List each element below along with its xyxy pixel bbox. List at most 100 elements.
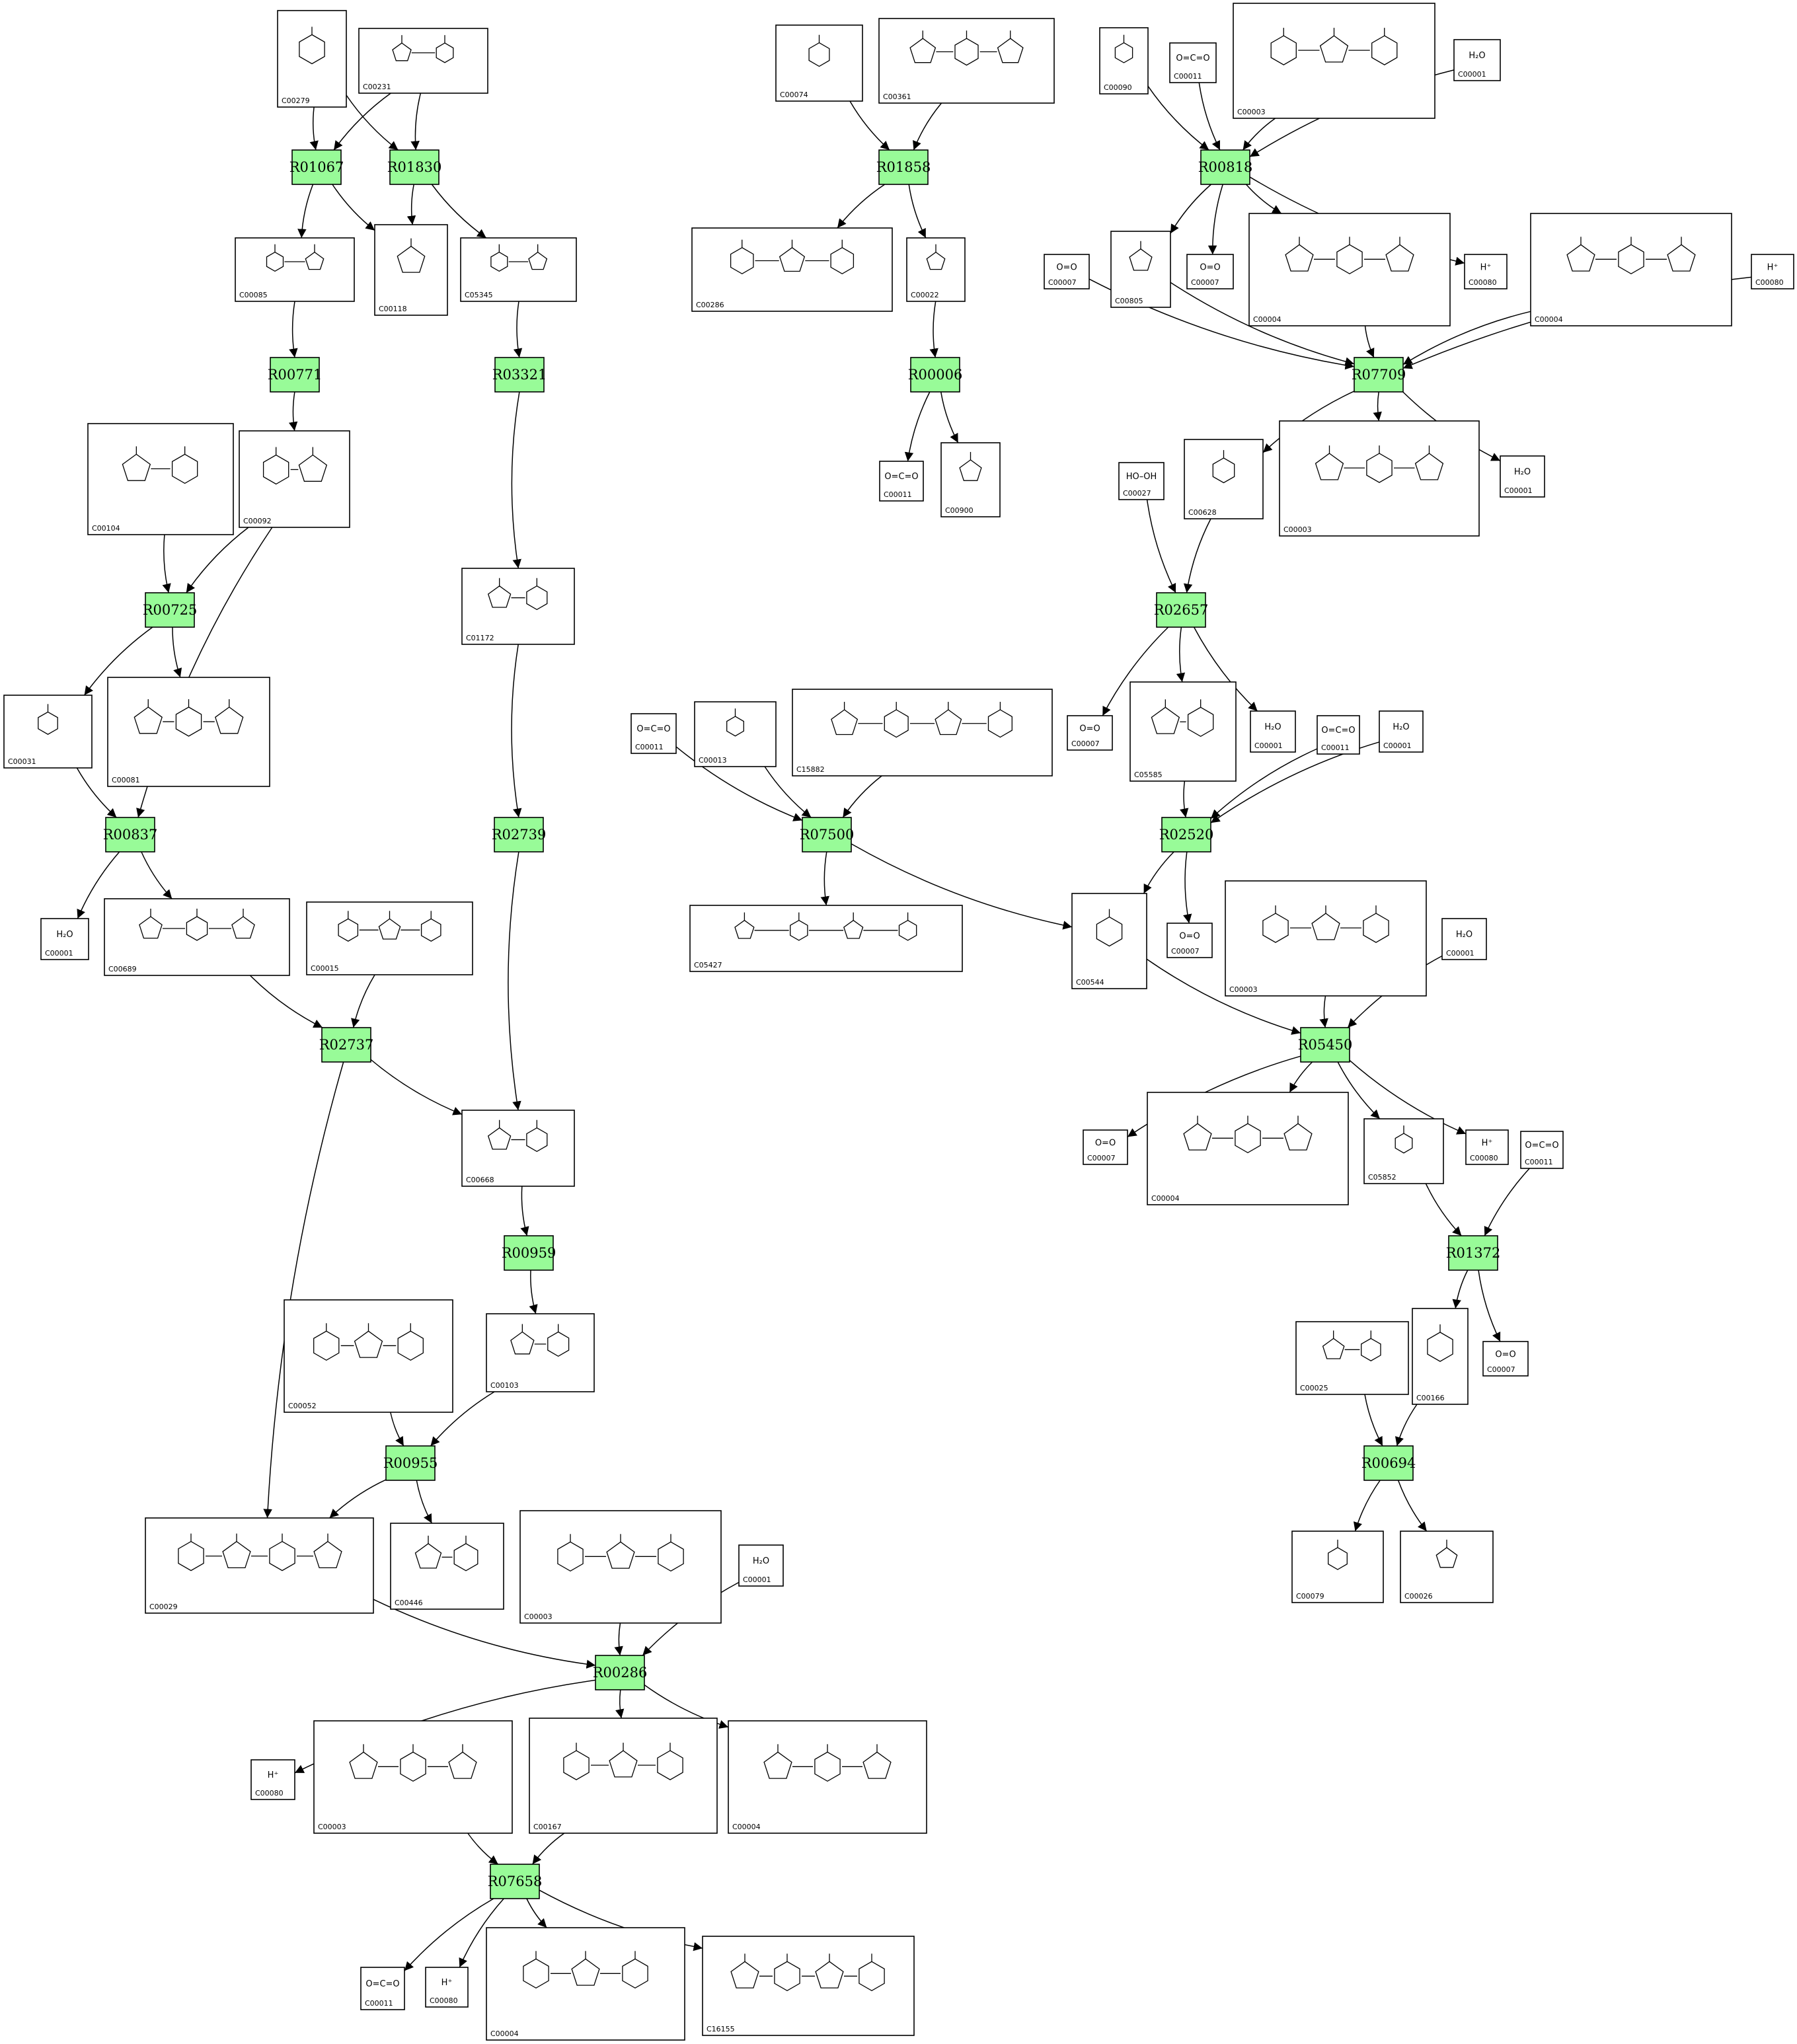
compound-c15882[interactable]: C15882 bbox=[792, 689, 1053, 776]
compound-c00004[interactable]: C00004 bbox=[1248, 213, 1451, 326]
compound-id: C00011 bbox=[1321, 743, 1350, 752]
compound-c00022[interactable]: C00022 bbox=[906, 237, 966, 302]
compound-c00031[interactable]: C00031 bbox=[3, 695, 93, 769]
compound-c00080[interactable]: H⁺C00080 bbox=[1465, 1129, 1509, 1165]
reaction-r07709[interactable]: R07709 bbox=[1352, 357, 1406, 393]
compound-c00080[interactable]: H⁺C00080 bbox=[1464, 254, 1508, 289]
compound-c00026[interactable]: C00026 bbox=[1400, 1531, 1494, 1603]
compound-c05345[interactable]: C05345 bbox=[460, 237, 577, 302]
compound-id: C00231 bbox=[363, 83, 391, 91]
reaction-r01067[interactable]: R01067 bbox=[289, 149, 344, 185]
reaction-r00818[interactable]: R00818 bbox=[1198, 149, 1253, 185]
compound-c00004[interactable]: C00004 bbox=[486, 1927, 685, 2041]
compound-c00104[interactable]: C00104 bbox=[87, 423, 234, 535]
compound-c00668[interactable]: C00668 bbox=[461, 1110, 575, 1187]
reaction-r00286[interactable]: R00286 bbox=[593, 1655, 648, 1690]
reaction-r00771[interactable]: R00771 bbox=[268, 357, 323, 393]
compound-c00004[interactable]: C00004 bbox=[728, 1720, 927, 1834]
compound-c00079[interactable]: C00079 bbox=[1291, 1531, 1384, 1603]
compound-c00092[interactable]: C00092 bbox=[239, 430, 350, 528]
compound-c00025[interactable]: C00025 bbox=[1295, 1321, 1409, 1395]
compound-c00689[interactable]: C00689 bbox=[104, 898, 290, 976]
compound-c00118[interactable]: C00118 bbox=[374, 224, 448, 316]
compound-c01172[interactable]: C01172 bbox=[461, 568, 575, 645]
compound-c00003[interactable]: C00003 bbox=[1279, 420, 1480, 537]
compound-c00003[interactable]: C00003 bbox=[1233, 3, 1435, 119]
compound-c00003[interactable]: C00003 bbox=[1225, 880, 1427, 997]
compound-c00004[interactable]: C00004 bbox=[1147, 1092, 1349, 1205]
compound-c00004[interactable]: C00004 bbox=[1530, 213, 1732, 326]
compound-c00167[interactable]: C00167 bbox=[529, 1718, 718, 1834]
reaction-r00955[interactable]: R00955 bbox=[383, 1445, 438, 1481]
reaction-r02657[interactable]: R02657 bbox=[1154, 592, 1209, 628]
compound-c05427[interactable]: C05427 bbox=[689, 905, 963, 972]
compound-c00029[interactable]: C00029 bbox=[145, 1517, 374, 1614]
compound-c00081[interactable]: C00081 bbox=[107, 677, 270, 787]
compound-c00015[interactable]: C00015 bbox=[306, 901, 473, 975]
compound-c00003[interactable]: C00003 bbox=[519, 1510, 722, 1624]
compound-c00166[interactable]: C00166 bbox=[1412, 1308, 1469, 1405]
edge-c00167-R07658 bbox=[531, 1833, 565, 1865]
reaction-r01830[interactable]: R01830 bbox=[387, 149, 442, 185]
compound-c00013[interactable]: C00013 bbox=[694, 701, 777, 767]
compound-c00361[interactable]: C00361 bbox=[878, 18, 1055, 104]
compound-c00080[interactable]: H⁺C00080 bbox=[1751, 254, 1794, 289]
compound-c00231[interactable]: C00231 bbox=[358, 28, 488, 94]
edge-R07658-c00011a bbox=[404, 1898, 494, 1971]
reaction-r02737[interactable]: R02737 bbox=[319, 1027, 374, 1063]
reaction-r01858[interactable]: R01858 bbox=[876, 149, 931, 185]
edge-R07709-c00628 bbox=[1262, 391, 1355, 453]
compound-c00805[interactable]: C00805 bbox=[1110, 231, 1171, 308]
reaction-r07500[interactable]: R07500 bbox=[800, 817, 855, 852]
compound-c00544[interactable]: C00544 bbox=[1071, 893, 1147, 989]
reaction-r00837[interactable]: R00837 bbox=[103, 817, 158, 852]
reaction-r02520[interactable]: R02520 bbox=[1159, 817, 1214, 852]
reaction-r07658[interactable]: R07658 bbox=[488, 1864, 543, 1899]
compound-c00279[interactable]: C00279 bbox=[277, 10, 347, 108]
compound-c00628[interactable]: C00628 bbox=[1184, 439, 1264, 519]
reaction-r05450[interactable]: R05450 bbox=[1298, 1027, 1353, 1063]
reaction-id: R00725 bbox=[143, 602, 198, 618]
compound-c00052[interactable]: C00052 bbox=[284, 1299, 453, 1413]
reaction-r00959[interactable]: R00959 bbox=[502, 1235, 556, 1271]
compound-c05585[interactable]: C05585 bbox=[1129, 681, 1237, 782]
compound-c05852[interactable]: C05852 bbox=[1363, 1118, 1444, 1184]
reaction-r00694[interactable]: R00694 bbox=[1361, 1445, 1416, 1481]
reaction-r01372[interactable]: R01372 bbox=[1446, 1235, 1501, 1271]
compound-c00103[interactable]: C00103 bbox=[486, 1313, 595, 1392]
compound-c00446[interactable]: C00446 bbox=[390, 1523, 504, 1610]
compound-c00080[interactable]: H⁺C00080 bbox=[250, 1759, 295, 1800]
compound-c00900[interactable]: C00900 bbox=[940, 442, 1001, 517]
reaction-r00006[interactable]: R00006 bbox=[908, 357, 963, 393]
compound-c00080[interactable]: H⁺C00080 bbox=[425, 1967, 469, 2008]
reaction-r03321[interactable]: R03321 bbox=[492, 357, 547, 393]
compound-c00003[interactable]: C00003 bbox=[313, 1720, 513, 1834]
compound-c00085[interactable]: C00085 bbox=[235, 237, 355, 302]
reaction-r00725[interactable]: R00725 bbox=[143, 592, 198, 628]
reaction-r02739[interactable]: R02739 bbox=[492, 817, 547, 852]
compound-c00286[interactable]: C00286 bbox=[691, 227, 893, 312]
compound-c00074[interactable]: C00074 bbox=[775, 24, 863, 102]
compound-c16155[interactable]: C16155 bbox=[702, 1936, 915, 2036]
compound-c00090[interactable]: C00090 bbox=[1099, 27, 1149, 95]
